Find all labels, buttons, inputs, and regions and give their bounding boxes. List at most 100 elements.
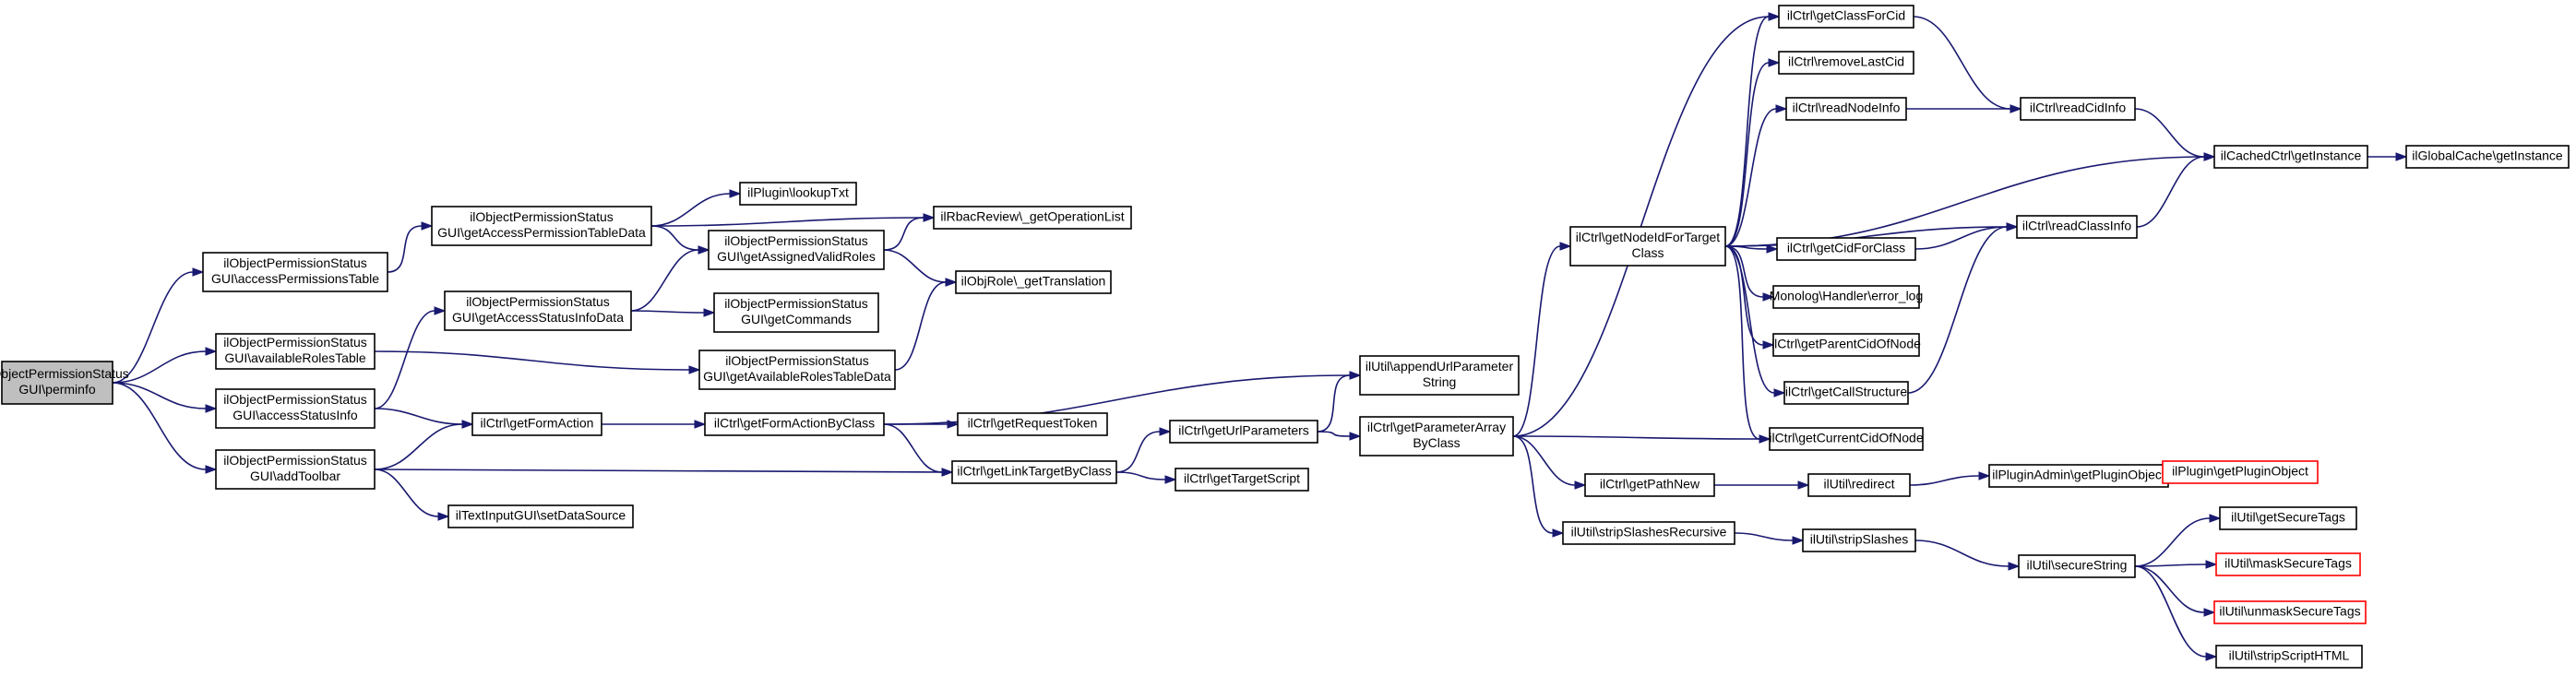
node-box: [1584, 473, 1715, 497]
node-getLinkTargetByClass[interactable]: ilCtrl\getLinkTargetByClass: [951, 460, 1117, 484]
node-stripScriptHTML[interactable]: ilUtil\stripScriptHTML: [2215, 645, 2363, 669]
edge-secureString-to-unmaskSecureTags: [2134, 565, 2216, 617]
edge-getNodeId-to-getCurrentCid: [1724, 245, 1771, 444]
node-readClassInfo[interactable]: ilCtrl\readClassInfo: [2016, 215, 2138, 239]
node-label: GUI\accessStatusInfo: [233, 408, 358, 422]
node-label: String: [1423, 374, 1457, 389]
node-getCurrentCid[interactable]: ilCtrl\getCurrentCidOfNode: [1769, 427, 1924, 451]
node-label: ilCtrl\getParameterArray: [1367, 420, 1506, 434]
node-getCallStructure[interactable]: ilCtrl\getCallStructure: [1783, 381, 1909, 405]
node-unmaskSecureTags[interactable]: ilUtil\unmaskSecureTags: [2213, 600, 2367, 624]
node-getAccStatusData[interactable]: ilObjectPermissionStatusGUI\getAccessSta…: [444, 291, 632, 331]
edge-root-to-aPermTable: [112, 267, 205, 384]
edge-getNodeId-to-getCidForClass: [1724, 244, 1779, 254]
node-getFormActionByClass[interactable]: ilCtrl\getFormActionByClass: [704, 412, 885, 436]
node-label: GUI\getAccessStatusInfoData: [452, 310, 624, 325]
node-getClassForCid[interactable]: ilCtrl\getClassForCid: [1778, 5, 1914, 29]
node-getOpList[interactable]: ilRbacReview\_getOperationList: [933, 206, 1132, 230]
node-redirect[interactable]: ilUtil\redirect: [1807, 473, 1911, 497]
node-label: ilCtrl\readNodeInfo: [1793, 101, 1901, 115]
edge-getAccPermData-to-lookupTxt: [650, 189, 742, 227]
edge-getParamArray-to-getCurrentCid: [1512, 434, 1771, 444]
edge-getFormActionByClass-to-appendUrlParam: [883, 371, 1362, 425]
edge-addToolbar-to-getLinkTargetByClass: [374, 468, 954, 477]
node-getRequestToken[interactable]: ilCtrl\getRequestToken: [957, 412, 1108, 436]
edge-readCidInfo-to-cachedCtrl: [2134, 108, 2216, 161]
edge-getClassForCid-to-readCidInfo: [1913, 16, 2022, 113]
node-stripSlashesRec[interactable]: ilUtil\stripSlashesRecursive: [1562, 521, 1735, 545]
node-secureString[interactable]: ilUtil\secureString: [2018, 554, 2136, 578]
node-readCidInfo[interactable]: ilCtrl\readCidInfo: [2020, 97, 2136, 121]
edge-getNodeId-to-errorLog: [1724, 245, 1775, 302]
node-box: [704, 412, 885, 436]
node-cachedCtrl[interactable]: ilCachedCtrl\getInstance: [2213, 145, 2368, 169]
node-label: ilUtil\maskSecureTags: [2224, 556, 2352, 571]
node-getPathNew[interactable]: ilCtrl\getPathNew: [1584, 473, 1715, 497]
edge-root-to-addToolbar: [112, 382, 218, 474]
node-getSecureTags[interactable]: ilUtil\getSecureTags: [2219, 506, 2357, 530]
node-getAvailRolesData[interactable]: ilObjectPermissionStatusGUI\getAvailable…: [698, 350, 896, 390]
node-aPermTable[interactable]: ilObjectPermissionStatusGUI\accessPermis…: [202, 252, 388, 292]
node-box: [471, 412, 602, 436]
node-label: ilCtrl\getClassForCid: [1787, 8, 1905, 23]
node-getAssignedRoles[interactable]: ilObjectPermissionStatusGUI\getAssignedV…: [708, 230, 885, 270]
node-removeLastCid[interactable]: ilCtrl\removeLastCid: [1778, 51, 1914, 75]
node-label: ilCtrl\getCallStructure: [1785, 385, 1907, 399]
node-label: ilPlugin\getPluginObject: [2172, 464, 2308, 479]
node-getFormAction[interactable]: ilCtrl\getFormAction: [471, 412, 602, 436]
node-getPluginObject[interactable]: ilPlugin\getPluginObject: [2162, 460, 2319, 484]
node-box: [1778, 5, 1914, 29]
node-box: [2215, 552, 2361, 576]
node-label: ilUtil\getSecureTags: [2231, 510, 2345, 525]
node-box: [1769, 427, 1924, 451]
node-label: ilUtil\secureString: [2027, 558, 2128, 573]
node-box: [1169, 420, 1318, 444]
node-label: ilCtrl\getPathNew: [1600, 477, 1700, 492]
node-errorLog[interactable]: Monolog\Handler\error_log: [1770, 285, 1924, 309]
node-availRoles[interactable]: ilObjectPermissionStatusGUI\availableRol…: [215, 333, 376, 370]
node-getAccPermData[interactable]: ilObjectPermissionStatusGUI\getAccessPer…: [431, 206, 652, 246]
edge-getAssignedRoles-to-getOpList: [883, 213, 936, 251]
node-box: [1562, 521, 1735, 545]
node-label: ilUtil\redirect: [1823, 477, 1894, 492]
node-getTargetScript[interactable]: ilCtrl\getTargetScript: [1175, 468, 1309, 492]
node-label: ilUtil\stripSlashes: [1810, 532, 1909, 547]
node-globalCache[interactable]: ilGlobalCache\getInstance: [2405, 145, 2570, 169]
node-label: ilObjRole\_getTranslation: [961, 274, 1106, 289]
node-lookupTxt[interactable]: ilPlugin\lookupTxt: [739, 182, 857, 206]
node-box: [739, 182, 857, 206]
edge-getNodeId-to-cachedCtrl: [1724, 152, 2216, 247]
node-stripSlashes[interactable]: ilUtil\stripSlashes: [1802, 528, 1916, 552]
node-getPluginObjectAdmin[interactable]: ilPluginAdmin\getPluginObject: [1988, 464, 2169, 488]
edge-getAccStatusData-to-getAssignedRoles: [630, 245, 710, 312]
edge-getFormActionByClass-to-getLinkTargetByClass: [883, 423, 954, 477]
edge-getFormActionByClass-to-getRequestToken: [883, 420, 960, 429]
node-readNodeInfo[interactable]: ilCtrl\readNodeInfo: [1785, 97, 1907, 121]
node-box: [215, 449, 376, 490]
node-getUrlParameters[interactable]: ilCtrl\getUrlParameters: [1169, 420, 1318, 444]
node-getCidForClass[interactable]: ilCtrl\getCidForClass: [1776, 237, 1916, 261]
node-box: [2016, 215, 2138, 239]
edge-getAvailRolesData-to-getTranslation: [894, 278, 958, 371]
node-getTranslation[interactable]: ilObjRole\_getTranslation: [955, 270, 1112, 294]
node-accStatusInfo[interactable]: ilObjectPermissionStatusGUI\accessStatus…: [215, 388, 376, 429]
node-box: [1776, 237, 1916, 261]
node-box: [951, 460, 1117, 484]
edge-secureString-to-stripScriptHTML: [2134, 565, 2218, 661]
node-maskSecureTags[interactable]: ilUtil\maskSecureTags: [2215, 552, 2361, 576]
node-setDataSource[interactable]: ilTextInputGUI\setDataSource: [447, 504, 634, 528]
node-label: ilCachedCtrl\getInstance: [2221, 148, 2362, 163]
edge-getFormAction-to-getFormActionByClass: [601, 420, 707, 429]
edge-getPathNew-to-redirect: [1714, 480, 1810, 490]
node-getParentCid[interactable]: ilCtrl\getParentCidOfNode: [1771, 333, 1921, 357]
node-box: [698, 350, 896, 390]
node-label: ilCtrl\readCidInfo: [2030, 101, 2126, 115]
node-label: GUI\getAccessPermissionTableData: [437, 225, 646, 240]
edge-getNodeId-to-getCallStructure: [1724, 245, 1786, 397]
